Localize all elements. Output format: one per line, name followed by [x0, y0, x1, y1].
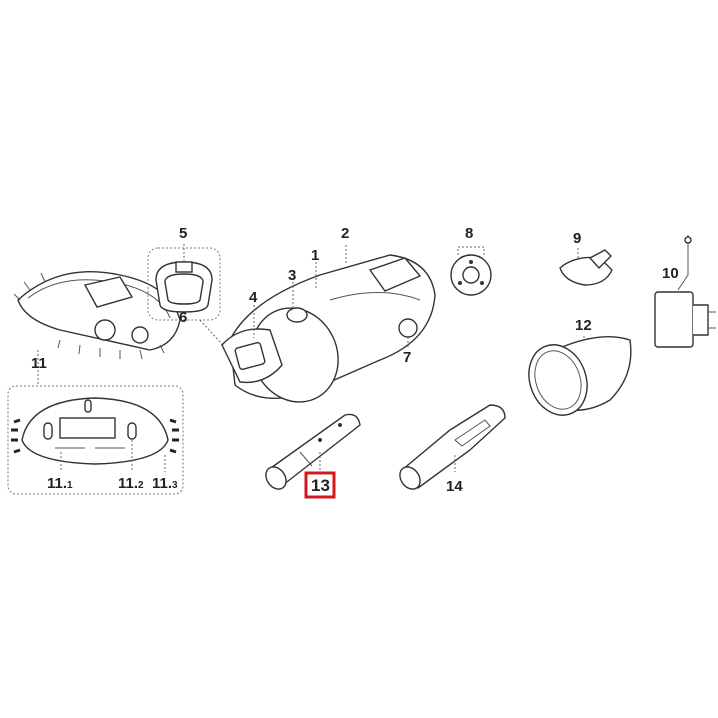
part-14-handle-tube[interactable] — [396, 404, 506, 493]
part-9-clip[interactable] — [559, 249, 613, 286]
part-4-nozzle[interactable] — [221, 328, 283, 384]
label-11-1: 11.1 — [47, 475, 73, 492]
label-6: 6 — [179, 309, 187, 326]
label-1: 1 — [311, 247, 319, 264]
part-10-charger[interactable] — [654, 291, 716, 348]
label-7: 7 — [403, 349, 411, 366]
detail-box-11 — [7, 385, 184, 495]
label-4: 4 — [249, 289, 258, 306]
part-3-button[interactable] — [286, 307, 308, 323]
label-11-3: 11.3 — [152, 475, 178, 492]
part-7-knob[interactable] — [398, 318, 418, 338]
part-11-brush-head[interactable] — [13, 271, 181, 360]
label-13: 13 — [311, 476, 330, 495]
part-12-filter-bag[interactable] — [519, 335, 632, 424]
label-5: 5 — [179, 225, 187, 242]
highlight-box-13 — [304, 471, 336, 499]
label-12: 12 — [575, 317, 592, 334]
label-14: 14 — [446, 478, 463, 495]
label-2: 2 — [341, 225, 349, 242]
label-11-2: 11.2 — [118, 475, 144, 492]
part-11-underside[interactable] — [11, 397, 179, 465]
part-8-cap[interactable] — [450, 254, 492, 296]
label-3: 3 — [288, 267, 296, 284]
part-6-nozzle-valve[interactable] — [155, 261, 213, 313]
part-13-extension-tube[interactable] — [262, 413, 361, 493]
label-11: 11 — [31, 355, 47, 372]
label-8: 8 — [465, 225, 473, 242]
label-9: 9 — [573, 230, 581, 247]
label-10: 10 — [662, 265, 679, 282]
